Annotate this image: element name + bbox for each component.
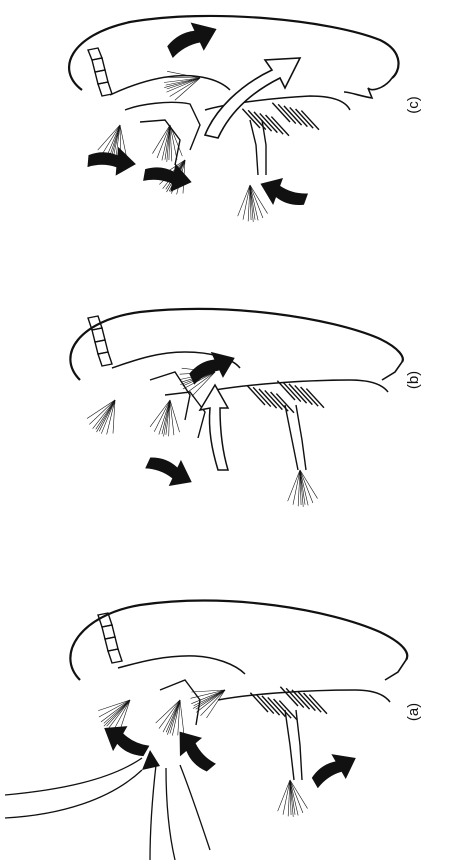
antennule xyxy=(88,48,112,96)
carapace-outline xyxy=(70,309,402,380)
panel-a: (a) xyxy=(5,601,422,860)
inflow-arrow-outline xyxy=(200,385,228,470)
antennule xyxy=(88,316,112,366)
inflow-streamlines xyxy=(5,758,210,860)
panel-label-b: (b) xyxy=(405,371,422,389)
carapace-outline xyxy=(69,16,398,90)
panel-c: (c) xyxy=(69,14,422,223)
panel-label-c: (c) xyxy=(405,96,422,114)
antennule xyxy=(98,613,122,663)
panel-label-a: (a) xyxy=(405,703,422,721)
panel-b: (b) xyxy=(70,309,422,508)
